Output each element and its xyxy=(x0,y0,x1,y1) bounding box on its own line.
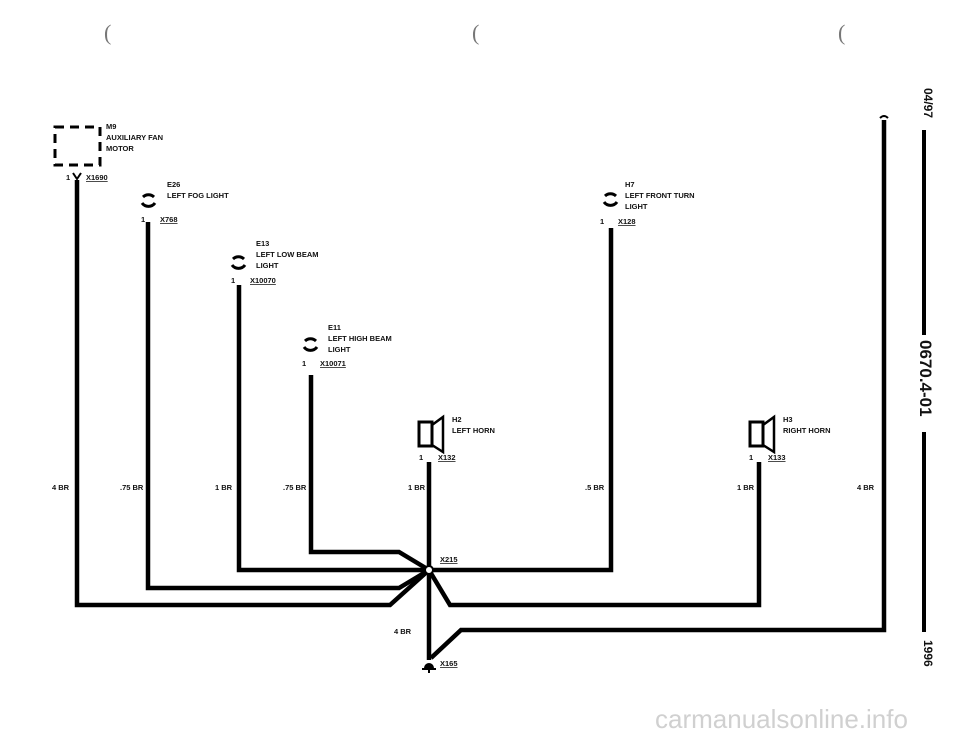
e13-name-2: LIGHT xyxy=(256,261,279,270)
h3-id: H3 xyxy=(783,415,793,424)
h3-connector: X133 xyxy=(768,453,786,462)
wires xyxy=(74,115,889,660)
h7-connector: X128 xyxy=(618,217,636,226)
h2-connector: X132 xyxy=(438,453,456,462)
h2-name: LEFT HORN xyxy=(452,426,495,435)
wire-label: .75 BR xyxy=(283,483,307,492)
e26-id: E26 xyxy=(167,180,180,189)
wire-label: 1 BR xyxy=(408,483,426,492)
scan-mark: ( xyxy=(104,20,111,45)
scan-mark: ( xyxy=(838,20,845,45)
wire-label: 1 BR xyxy=(215,483,233,492)
wire-e11 xyxy=(308,375,431,572)
e13-pin: 1 xyxy=(231,276,235,285)
m9-id: M9 xyxy=(106,122,116,131)
m9-connector: X1690 xyxy=(86,173,108,182)
wire-4br-right xyxy=(429,120,887,660)
wire-h3 xyxy=(427,462,762,608)
e11-id: E11 xyxy=(328,323,341,332)
e13-name: LEFT LOW BEAM xyxy=(256,250,319,259)
lamp-icon xyxy=(140,192,619,352)
sidebar-code: 0670.4-01 xyxy=(916,340,935,417)
m9-pin: 1 xyxy=(66,173,70,182)
e11-name: LEFT HIGH BEAM xyxy=(328,334,392,343)
e11-name-2: LIGHT xyxy=(328,345,351,354)
h3-name: RIGHT HORN xyxy=(783,426,831,435)
h7-name: LEFT FRONT TURN xyxy=(625,191,695,200)
e26-name: LEFT FOG LIGHT xyxy=(167,191,229,200)
wire-e13 xyxy=(236,285,429,573)
ground-label: X165 xyxy=(440,659,458,668)
splice-label: X215 xyxy=(440,555,458,564)
m9-name-2: MOTOR xyxy=(106,144,134,153)
wire-end-mark xyxy=(879,115,889,119)
h7-pin: 1 xyxy=(600,217,604,226)
e13-id: E13 xyxy=(256,239,269,248)
h2-id: H2 xyxy=(452,415,462,424)
m9-name: AUXILIARY FAN xyxy=(106,133,163,142)
page-sidebar: 04/97 0670.4-01 1996 xyxy=(916,88,935,667)
sidebar-date: 04/97 xyxy=(921,88,935,118)
h3-pin: 1 xyxy=(749,453,753,462)
pin-arrow-icon xyxy=(72,172,82,181)
wire-h7 xyxy=(429,228,614,573)
motor-icon xyxy=(53,125,102,167)
e11-pin: 1 xyxy=(302,359,306,368)
e11-connector: X10071 xyxy=(320,359,346,368)
wire-label: 4 BR xyxy=(857,483,875,492)
e13-connector: X10070 xyxy=(250,276,276,285)
wire-label: 1 BR xyxy=(737,483,755,492)
wire-label: .75 BR xyxy=(120,483,144,492)
h2-pin: 1 xyxy=(419,453,423,462)
wire-label: 4 BR xyxy=(52,483,70,492)
scan-mark: ( xyxy=(472,20,479,45)
horn-icon xyxy=(417,414,776,455)
watermark: carmanualsonline.info xyxy=(655,704,908,734)
sidebar-year: 1996 xyxy=(921,640,935,667)
e26-pin: 1 xyxy=(141,215,145,224)
wire-e26 xyxy=(145,222,431,591)
ground-icon xyxy=(422,663,436,673)
h7-name-2: LIGHT xyxy=(625,202,648,211)
h7-id: H7 xyxy=(625,180,635,189)
splice-icon xyxy=(424,565,434,575)
wire-m9 xyxy=(74,180,431,608)
ground-wire-label: 4 BR xyxy=(394,627,412,636)
wire-label: .5 BR xyxy=(585,483,605,492)
e26-connector: X768 xyxy=(160,215,178,224)
